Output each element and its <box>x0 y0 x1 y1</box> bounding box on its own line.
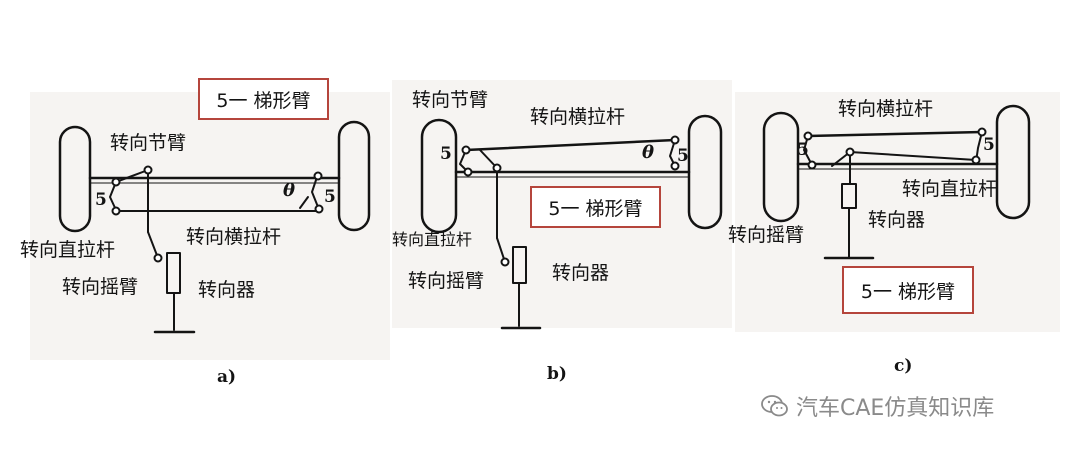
panel-c-label-steering-gear: 转向器 <box>868 209 926 231</box>
panel-c-caption: c) <box>894 356 913 376</box>
panel-a-callout-trapezoid-arm: 5一 梯形臂 <box>198 78 329 120</box>
panel-b-label-pitman-arm: 转向摇臂 <box>408 270 485 292</box>
panel-b-label-5-right: 5 <box>677 146 689 166</box>
panel-b-label-tie-rod: 转向横拉杆 <box>530 106 626 128</box>
panel-a-caption: a) <box>217 367 237 387</box>
panel-b-label-drag-link: 转向直拉杆 <box>392 230 473 249</box>
panel-b-steering-gear-box <box>512 246 527 284</box>
panel-a-label-5-right: 5 <box>324 187 336 207</box>
panel-c-label-pitman-arm: 转向摇臂 <box>728 224 805 246</box>
panel-a-label-tie-rod: 转向横拉杆 <box>186 226 282 248</box>
panel-b-right-wheel <box>687 114 723 230</box>
panel-a-right-wheel <box>337 120 371 232</box>
panel-c-label-5-left: 5 <box>797 140 809 160</box>
panel-c-drawing <box>762 104 1031 260</box>
panel-a-left-knuckle <box>109 181 117 211</box>
panel-c-label-drag-link: 转向直拉杆 <box>902 178 998 200</box>
panel-b-label-5-left: 5 <box>440 144 452 164</box>
panel-b-caption: b) <box>547 364 567 384</box>
watermark-text: 汽车CAE仿真知识库 <box>796 396 995 421</box>
panel-a-label-pitman-arm: 转向摇臂 <box>62 276 139 298</box>
panel-c-tie-rod <box>806 130 984 138</box>
panel-c-callout-trapezoid-arm: 5一 梯形臂 <box>842 266 974 314</box>
panel-c-left-wheel <box>762 111 800 223</box>
panel-a-drawing <box>58 120 371 334</box>
watermark: 汽车CAE仿真知识库 <box>760 390 994 422</box>
wechat-icon <box>761 395 788 417</box>
panel-c-left-knuckle <box>803 135 813 166</box>
panel-c-right-wheel <box>995 104 1031 220</box>
panel-b-tie-rod <box>464 138 677 152</box>
panel-a-steering-gear-box <box>166 252 181 294</box>
panel-b-drawing <box>420 114 723 330</box>
panel-c-steering-gear-box <box>841 183 857 209</box>
panel-b-left-wheel <box>420 118 458 234</box>
panel-b-label-theta: θ <box>642 142 655 163</box>
panel-c-label-tie-rod: 转向横拉杆 <box>838 98 934 120</box>
panel-a-label-steering-gear: 转向器 <box>198 279 256 301</box>
panel-a-label-knuckle-arm: 转向节臂 <box>110 132 187 154</box>
panel-a-label-theta: θ <box>283 180 296 201</box>
panel-a-label-5-left: 5 <box>95 190 107 210</box>
panel-a-label-drag-link: 转向直拉杆 <box>20 239 116 261</box>
panel-a-left-wheel <box>58 125 92 233</box>
panel-c-label-5-right: 5 <box>983 135 995 155</box>
panel-b-label-steering-gear: 转向器 <box>552 262 610 284</box>
panel-b-label-knuckle-arm: 转向节臂 <box>412 89 489 111</box>
panel-b-callout-trapezoid-arm: 5一 梯形臂 <box>530 186 661 228</box>
panel-c-drag-link <box>849 151 977 161</box>
